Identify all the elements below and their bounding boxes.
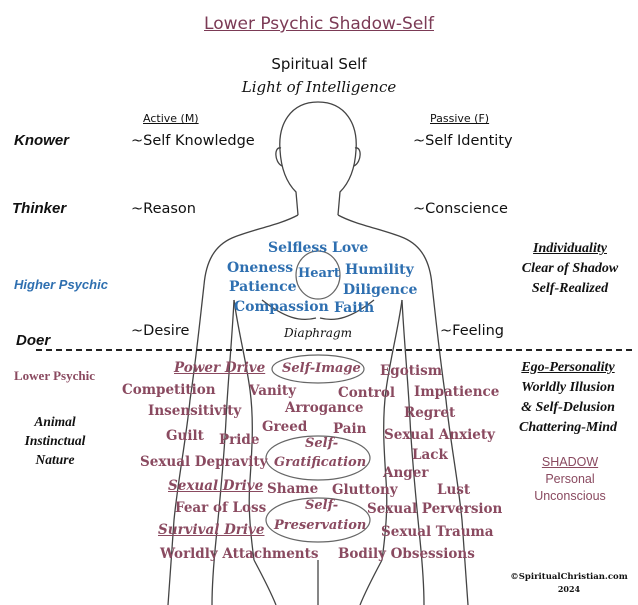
- light-of-intelligence-label: Light of Intelligence: [241, 78, 397, 96]
- clear-of-shadow-text: Clear of Shadow: [521, 261, 619, 276]
- higher-psychic-label: Higher Psychic: [14, 277, 108, 292]
- self-gratification-line1: Self-: [305, 436, 339, 451]
- selfless-love-text: Selfless Love: [268, 240, 369, 256]
- sexual-depravity-text: Sexual Depravity: [140, 454, 268, 470]
- worldly-illusion-text: Worldly Illusion: [521, 380, 615, 395]
- worldly-attachments-text: Worldly Attachments: [160, 546, 319, 562]
- lower-psychic-label: Lower Psychic: [14, 368, 95, 383]
- sexual-drive-text: Sexual Drive: [168, 478, 264, 494]
- sexual-anxiety-text: Sexual Anxiety: [384, 427, 495, 443]
- pain-text: Pain: [333, 421, 367, 437]
- sexual-trauma-text: Sexual Trauma: [381, 524, 494, 540]
- survival-drive-text: Survival Drive: [158, 522, 265, 538]
- copyright-year: 2024: [557, 584, 581, 594]
- spiritual-self-label: Spiritual Self: [271, 55, 367, 73]
- conscience-text: ~Conscience: [413, 201, 508, 217]
- self-identity-text: ~Self Identity: [413, 133, 513, 149]
- pride-text: Pride: [219, 432, 260, 448]
- diaphragm-text: Diaphragm: [284, 326, 352, 340]
- active-column-header: Active (M): [143, 112, 199, 125]
- self-preservation-line2: Preservation: [274, 518, 367, 533]
- sexual-perversion-text: Sexual Perversion: [367, 501, 503, 517]
- divider-line: [36, 349, 632, 351]
- power-drive-text: Power Drive: [174, 360, 266, 376]
- desire-text: ~Desire: [131, 323, 190, 339]
- regret-text: Regret: [404, 405, 456, 421]
- self-image-text: Self-Image: [282, 361, 361, 376]
- shadow-heading: SHADOW: [541, 455, 599, 469]
- personal-text: Personal: [545, 472, 595, 486]
- individuality-heading: Individuality: [533, 241, 607, 256]
- humility-text: Humility: [345, 262, 414, 278]
- shame-text: Shame: [267, 481, 319, 497]
- reason-text: ~Reason: [131, 201, 196, 217]
- self-knowledge-text: ~Self Knowledge: [131, 133, 255, 149]
- heart-text: Heart: [298, 266, 340, 281]
- self-image-ellipse: [271, 354, 365, 384]
- anger-text: Anger: [383, 465, 429, 481]
- thinker-label: Thinker: [12, 200, 67, 217]
- lack-text: Lack: [412, 447, 448, 463]
- patience-text: Patience: [229, 279, 297, 295]
- feeling-text: ~Feeling: [440, 323, 504, 339]
- knower-label: Knower: [14, 132, 70, 149]
- self-preservation-line1: Self-: [305, 498, 339, 513]
- page-title: Lower Psychic Shadow-Self: [204, 14, 434, 34]
- impatience-text: Impatience: [414, 384, 500, 400]
- heart-circle: [295, 250, 341, 300]
- passive-column-header: Passive (F): [430, 112, 490, 125]
- faith-text: Faith: [334, 300, 375, 316]
- animal-nature-label: Animal Instinctual Nature: [24, 414, 86, 467]
- self-gratification-line2: Gratification: [274, 455, 367, 470]
- egotism-text: Egotism: [380, 363, 442, 379]
- bodily-obsessions-text: Bodily Obsessions: [338, 546, 475, 562]
- guilt-text: Guilt: [166, 428, 204, 444]
- self-preservation-ellipse: [265, 497, 371, 543]
- ego-personality-heading: Ego-Personality: [521, 360, 615, 375]
- self-realized-text: Self-Realized: [531, 281, 609, 296]
- greed-text: Greed: [262, 419, 308, 435]
- vanity-text: Vanity: [249, 383, 297, 399]
- competition-text: Competition: [122, 382, 216, 398]
- lust-text: Lust: [437, 482, 471, 498]
- self-delusion-text: & Self-Delusion: [521, 400, 615, 415]
- diligence-text: Diligence: [343, 282, 418, 298]
- oneness-text: Oneness: [227, 260, 294, 276]
- arrogance-text: Arrogance: [285, 400, 364, 416]
- fear-of-loss-text: Fear of Loss: [175, 500, 267, 516]
- gluttony-text: Gluttony: [332, 482, 398, 498]
- control-text: Control: [338, 385, 396, 401]
- chattering-mind-text: Chattering-Mind: [518, 420, 618, 435]
- unconscious-text: Unconscious: [534, 489, 606, 503]
- copyright-text: ©SpiritualChristian.com: [510, 572, 628, 582]
- doer-label: Doer: [16, 332, 51, 349]
- insensitivity-text: Insensitivity: [148, 403, 242, 419]
- self-gratification-ellipse: [265, 435, 371, 481]
- compassion-text: Compassion: [234, 299, 329, 315]
